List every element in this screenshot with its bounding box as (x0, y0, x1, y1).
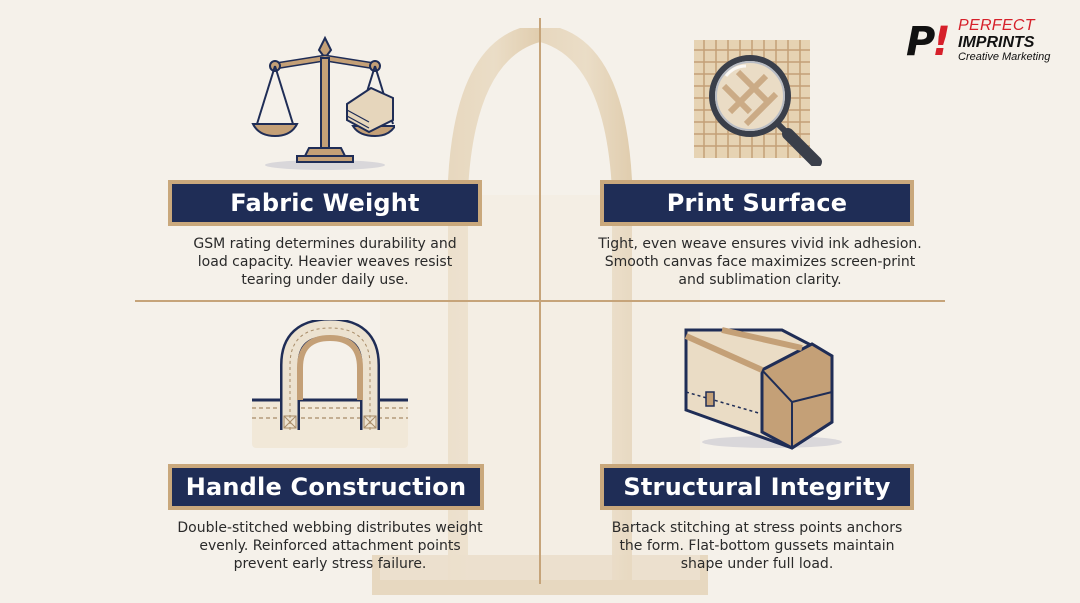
tote-handle-stitching-icon (252, 320, 408, 448)
section-description-fabric-weight: GSM rating determines durability and loa… (193, 236, 457, 288)
logo-tagline: Creative Marketing (958, 51, 1051, 63)
perfect-imprints-logo: P! PERFECT IMPRINTS Creative Marketing (906, 18, 1066, 70)
balance-scale-with-fabric-icon (251, 35, 395, 170)
logo-mark: P! (906, 19, 951, 65)
section-description-handle-construction: Double-stitched webbing distributes weig… (177, 520, 483, 572)
logo-line-2: IMPRINTS (958, 34, 1035, 51)
section-description-structural-integrity: Bartack stitching at stress points ancho… (611, 520, 903, 572)
section-title-handle-construction: Handle Construction (168, 464, 484, 510)
bag-gusset-corner-icon (684, 327, 842, 450)
horizontal-divider (135, 300, 945, 302)
section-title-fabric-weight: Fabric Weight (168, 180, 482, 226)
section-description-print-surface: Tight, even weave ensures vivid ink adhe… (598, 236, 922, 288)
section-title-print-surface: Print Surface (600, 180, 914, 226)
magnifier-over-weave-icon (694, 40, 822, 166)
logo-line-1: PERFECT (958, 17, 1035, 34)
section-title-structural-integrity: Structural Integrity (600, 464, 914, 510)
